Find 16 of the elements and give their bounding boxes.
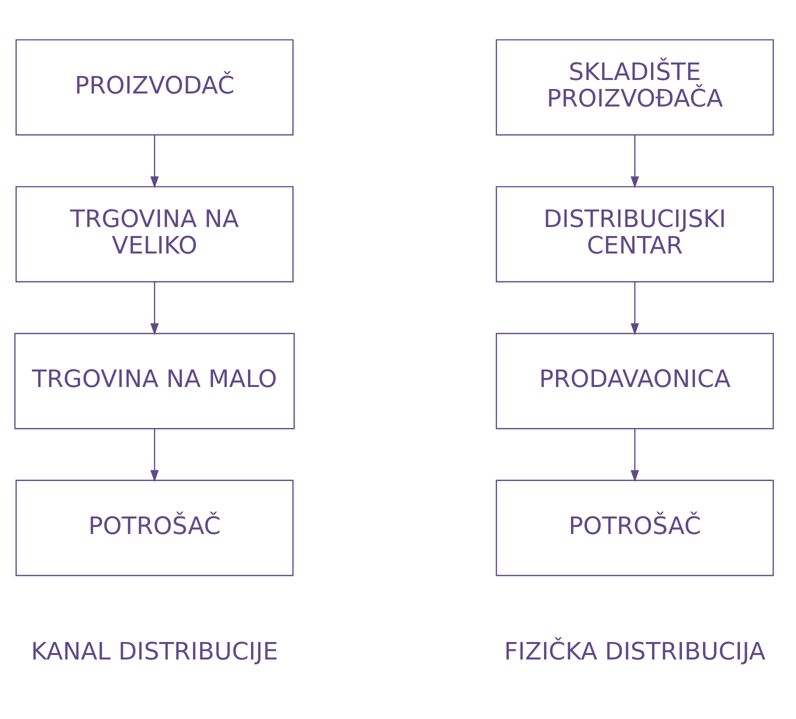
node-box: PROIZVODAČ: [16, 38, 294, 135]
arrow: [150, 134, 159, 188]
node-box: DISTRIBUCIJSKI CENTAR: [496, 186, 774, 282]
arrow: [150, 281, 159, 335]
arrow: [630, 428, 640, 482]
label: FIZIČKA DISTRIBUCIJA: [504, 637, 766, 666]
node-box: TRGOVINA NA VELIKO: [16, 186, 294, 282]
arrow: [630, 134, 640, 188]
label: KANAL DISTRIBUCIJE: [31, 637, 278, 666]
arrow: [150, 428, 159, 482]
node-box: POTROŠAČ: [16, 479, 294, 576]
arrow: [630, 281, 640, 335]
node-box: TRGOVINA NA MALO: [14, 332, 295, 429]
node-box: SKLADIŠTE PROIZVOĐAČA: [496, 38, 774, 135]
node-box: PRODAVAONICA: [496, 332, 774, 429]
node-box: POTROŠAČ: [496, 479, 774, 576]
